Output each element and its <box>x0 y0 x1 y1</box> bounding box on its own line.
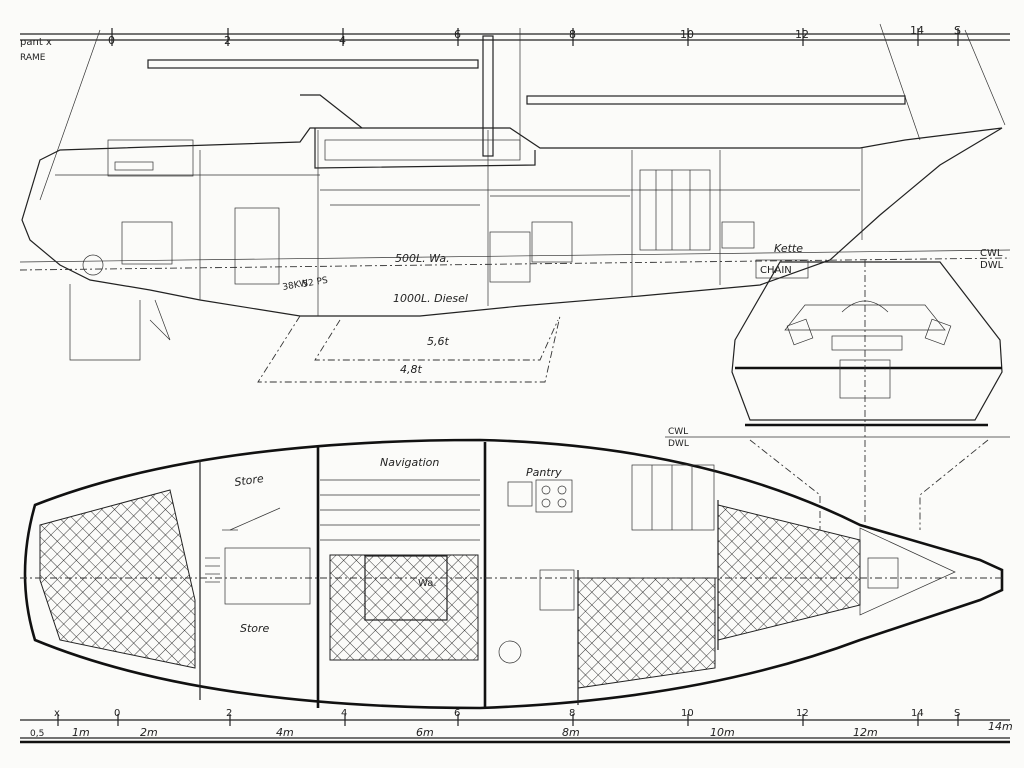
top-scale-header-1: pant x <box>20 37 52 48</box>
plan-view: Navigation Pantry Store Store Wa. <box>20 438 1005 710</box>
top-scale-header-2: RAME <box>20 53 46 63</box>
top-tick-s: S <box>954 24 961 37</box>
meter-tick-8m: 8m <box>562 726 580 739</box>
meter-tick-10m: 10m <box>710 726 735 739</box>
dwl-upper-label: DWL <box>980 260 1004 271</box>
top-tick-6: 6 <box>454 28 461 41</box>
frame-tick-14: 14 <box>911 708 924 719</box>
meter-tick-1m: 1m <box>72 726 90 739</box>
frame-tick-4: 4 <box>341 708 347 719</box>
frame-tick-x: x <box>54 708 60 719</box>
top-tick-10: 10 <box>680 28 694 41</box>
frame-tick-6: 6 <box>454 708 460 719</box>
meter-tick-6m: 6m <box>416 726 434 739</box>
top-tick-14: 14 <box>910 24 924 37</box>
navigation-label: Navigation <box>380 456 439 469</box>
cwl-lower-label: CWL <box>668 427 688 437</box>
meter-tick-4m: 4m <box>276 726 294 739</box>
store-bottom-label: Store <box>240 622 270 635</box>
stern-section-view: CWL DWL <box>665 260 1010 530</box>
engine-kw-label: 38KW <box>282 279 309 293</box>
frame-tick-12: 12 <box>796 708 809 719</box>
weight-56-label: 5,6t <box>427 335 449 348</box>
frame-tick-10: 10 <box>681 708 694 719</box>
diesel-tank-label: 1000L. Diesel <box>393 292 468 305</box>
dwl-lower-label: DWL <box>668 439 689 449</box>
frame-tick-8: 8 <box>569 708 575 719</box>
frame-tick-2: 2 <box>226 708 232 719</box>
frame-tick-s: S <box>954 708 960 719</box>
top-frame-scale: pant x RAME 0 2 4 6 8 10 12 14 S <box>20 24 1010 63</box>
top-tick-8: 8 <box>569 28 576 41</box>
cwl-upper-label: CWL <box>980 248 1003 259</box>
weight-48-label: 4,8t <box>400 363 422 376</box>
meter-tick-0-5: 0,5 <box>30 729 44 739</box>
engine-ps-label: 52 PS <box>302 276 329 290</box>
meter-tick-12m: 12m <box>853 726 878 739</box>
top-tick-2: 2 <box>224 34 231 47</box>
top-tick-4: 4 <box>339 34 346 47</box>
chain-label: CHAIN <box>760 265 792 276</box>
store-top-label: Store <box>234 472 265 489</box>
side-profile-view: 500L. Wa. 1000L. Diesel 38KW 52 PS Kette… <box>19 23 1011 383</box>
meter-tick-2m: 2m <box>140 726 158 739</box>
meter-tick-14m: 14m <box>988 720 1013 733</box>
top-tick-0: 0 <box>108 34 115 47</box>
washroom-label: Wa. <box>418 578 437 589</box>
kette-label: Kette <box>774 242 803 255</box>
water-tank-label: 500L. Wa. <box>395 252 450 265</box>
pantry-label: Pantry <box>526 466 562 479</box>
bottom-scale: x 0 2 4 6 8 10 12 14 S 0,5 1m 2m 4m 6m 8… <box>20 708 1013 744</box>
frame-tick-0: 0 <box>114 708 120 719</box>
top-tick-12: 12 <box>795 28 809 41</box>
